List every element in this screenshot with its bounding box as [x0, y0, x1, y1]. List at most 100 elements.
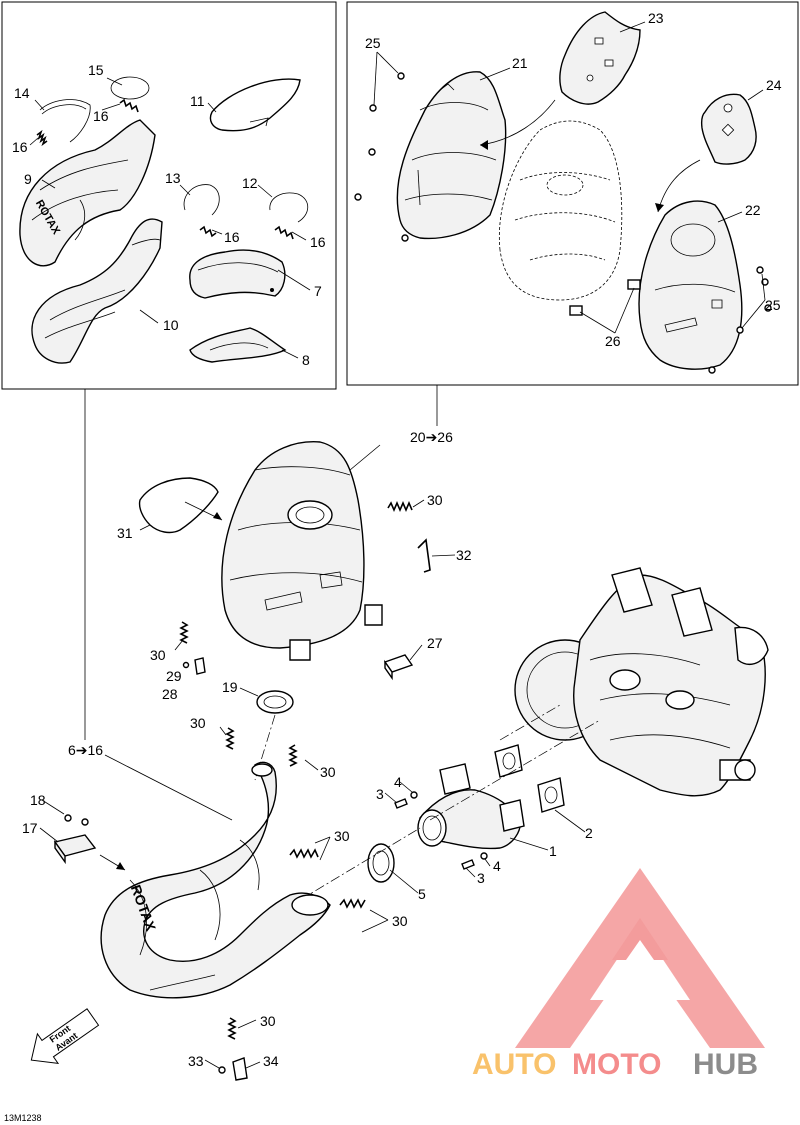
- leader-9: [41, 179, 56, 189]
- leader-13: [179, 184, 191, 196]
- inset-frame-left: [1, 1, 337, 390]
- callout-33: 33: [188, 1053, 204, 1069]
- retaining-ring-13: [183, 184, 220, 216]
- callout-8: 8: [302, 352, 310, 368]
- callout-13: 13: [165, 170, 181, 186]
- leader-11: [207, 102, 217, 113]
- inset-frame-right: [346, 1, 799, 386]
- callout-14: 14: [14, 85, 30, 101]
- bumpers-26: [569, 279, 641, 316]
- callout-31: 31: [117, 525, 133, 541]
- watermark-text: AUTO MOTO HUB: [472, 1048, 758, 1081]
- spring-30-b: [179, 621, 189, 644]
- watermark-part1: AUTO: [472, 1048, 556, 1081]
- callout-16b: 16: [12, 139, 28, 155]
- spring-30-c: [225, 727, 235, 750]
- heat-shield-24: [700, 93, 757, 165]
- callout-24: 24: [766, 77, 782, 93]
- callout-30g: 30: [260, 1013, 276, 1029]
- seal-ring-5: [367, 843, 395, 883]
- callout-22: 22: [745, 202, 761, 218]
- callout-30c: 30: [190, 715, 206, 731]
- watermark-part2: MOTO: [572, 1048, 661, 1081]
- spring-30-g: [227, 1017, 237, 1040]
- callout-12: 12: [242, 175, 258, 191]
- retaining-ring-12: [269, 192, 309, 223]
- leader-16b: [29, 137, 39, 146]
- sensor-bracket-17: [53, 834, 97, 865]
- rotax-engine: [514, 567, 769, 797]
- diagram-code: 13M1238: [4, 1113, 42, 1123]
- washer-29: [182, 661, 190, 669]
- heat-shield-23: [559, 11, 641, 105]
- leader-14: [34, 99, 45, 111]
- callout-19: 19: [222, 679, 238, 695]
- spring-16-d: [274, 225, 294, 240]
- callout-5: 5: [418, 886, 426, 902]
- watermark-logo: [515, 868, 765, 1048]
- muffler-assembly: [221, 441, 383, 661]
- spring-30-f: [339, 898, 366, 909]
- bracket-27: [383, 654, 414, 681]
- heat-shield-bend: [189, 249, 286, 299]
- callout-3a: 3: [376, 786, 384, 802]
- grommet-19: [256, 690, 294, 714]
- callout-23: 23: [648, 10, 664, 26]
- callout-30f: 30: [392, 913, 408, 929]
- callout-11: 11: [190, 93, 205, 109]
- leader-10: [139, 309, 159, 324]
- gasket-2: [494, 744, 565, 813]
- callout-10: 10: [163, 317, 179, 333]
- callout-17: 17: [22, 820, 38, 836]
- leader-16a: [101, 103, 121, 111]
- muffler-lower-shell-22: [638, 200, 743, 370]
- spring-30-d: [288, 744, 298, 767]
- muffler-core-outline: [498, 120, 623, 301]
- callout-3b: 3: [477, 870, 485, 886]
- callout-30e: 30: [334, 828, 350, 844]
- callout-27: 27: [427, 635, 443, 651]
- callout-2: 2: [585, 825, 593, 841]
- callouts: 15 14 16 16 11 9 13 12 16 16 7 10 8 25 2…: [12, 10, 782, 1069]
- leader-7: [277, 269, 311, 291]
- callout-21: 21: [512, 55, 528, 71]
- callout-29: 29: [166, 668, 182, 684]
- washers-4: [410, 791, 488, 860]
- clip-28: [194, 657, 206, 675]
- callout-18: 18: [30, 792, 46, 808]
- callout-30b: 30: [150, 647, 166, 663]
- callout-16c: 16: [224, 229, 240, 245]
- spring-16-c: [199, 225, 217, 238]
- leader-16c: [211, 229, 223, 235]
- callout-25a: 25: [365, 35, 381, 51]
- callout-1: 1: [549, 843, 557, 859]
- callout-28: 28: [162, 686, 178, 702]
- leader-15: [106, 77, 123, 86]
- callout-25b: 25: [765, 297, 781, 313]
- spring-30-e: [289, 848, 319, 859]
- spring-30-a: [387, 500, 413, 513]
- callout-32: 32: [456, 547, 472, 563]
- heat-shield-31: [138, 477, 219, 534]
- leader-8: [281, 349, 299, 359]
- callout-16a: 16: [93, 108, 109, 124]
- spring-16-a: [36, 129, 48, 147]
- callout-30d: 30: [320, 764, 336, 780]
- callout-15: 15: [88, 62, 104, 78]
- callout-4a: 4: [394, 774, 402, 790]
- clip-34: [232, 1057, 248, 1081]
- fastener-33: [218, 1066, 226, 1074]
- heat-shield-small: [189, 327, 287, 363]
- tuned-pipe: ROTAX: [100, 761, 331, 999]
- screws-18: [64, 814, 89, 826]
- callout-30a: 30: [427, 492, 443, 508]
- retaining-ring-15: [110, 76, 150, 100]
- fasteners-25: [354, 72, 772, 374]
- watermark-part3: HUB: [693, 1048, 758, 1081]
- callout-34: 34: [263, 1053, 279, 1069]
- callout-20-26: 20➔26: [410, 429, 453, 445]
- heat-shield-upper: ROTAX: [19, 119, 156, 267]
- heat-shield-lower: [31, 218, 163, 364]
- callout-7: 7: [314, 283, 322, 299]
